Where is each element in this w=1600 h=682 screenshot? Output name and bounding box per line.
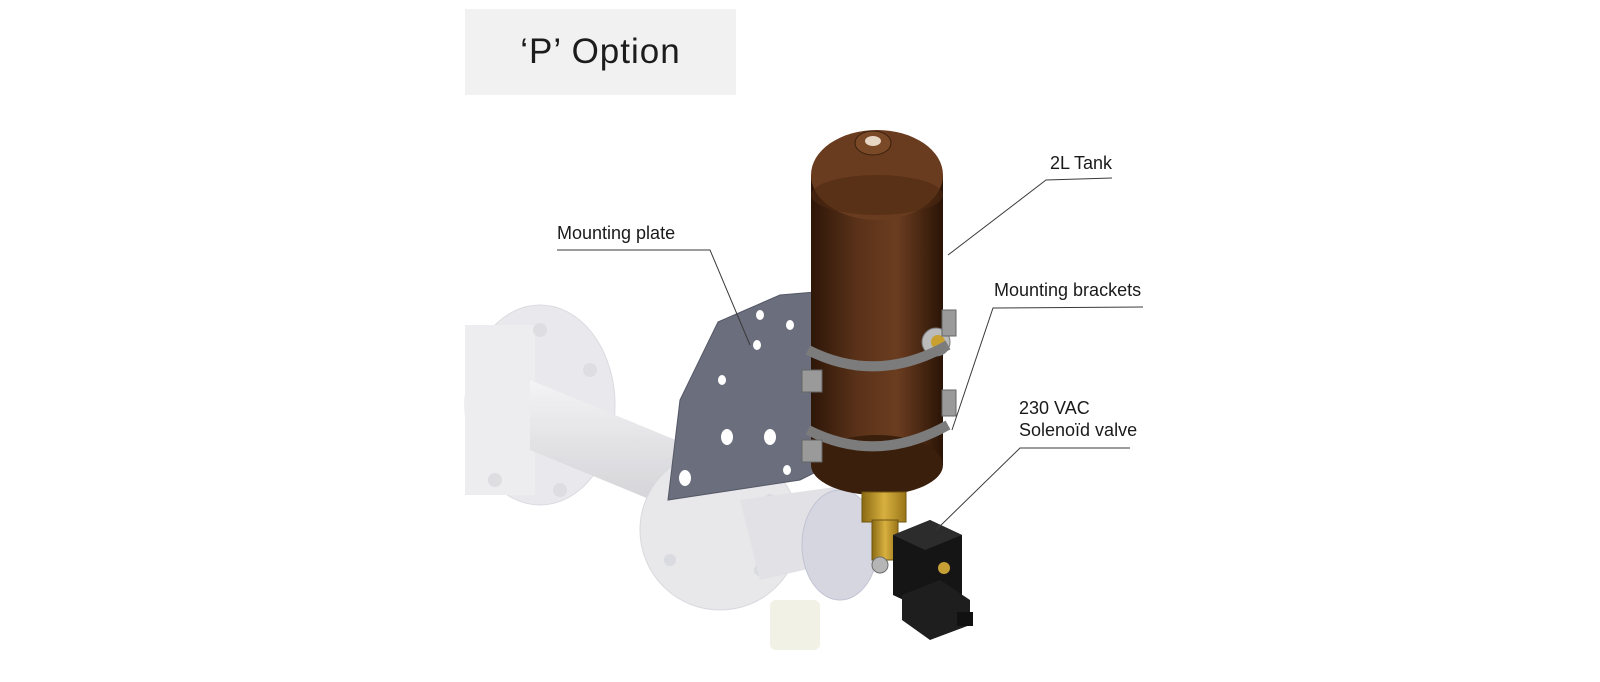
mounting-plate xyxy=(667,291,821,501)
label-tank: 2L Tank xyxy=(1050,153,1113,173)
title-box: ‘P’ Option xyxy=(465,9,736,95)
label-mounting-plate: Mounting plate xyxy=(557,223,676,243)
leader-mounting-brackets xyxy=(951,306,1144,431)
leader-lines xyxy=(557,177,1144,531)
mounting-brackets xyxy=(805,340,951,452)
bracket-tabs xyxy=(801,309,957,463)
tank xyxy=(811,130,951,495)
label-mounting-brackets: Mounting brackets xyxy=(994,280,1142,300)
leader-mounting-plate xyxy=(557,249,751,346)
solenoid-valve xyxy=(893,520,973,640)
page-title: ‘P’ Option xyxy=(520,32,681,71)
label-solenoid-valve: 230 VAC Solenoïd valve xyxy=(1019,397,1137,441)
label-valve-name: Solenoïd valve xyxy=(1019,420,1138,440)
label-valve-voltage: 230 VAC xyxy=(1019,398,1090,418)
mounting-plate-holes xyxy=(679,310,794,486)
leader-tank xyxy=(947,177,1113,256)
leader-solenoid-valve xyxy=(935,447,1130,531)
